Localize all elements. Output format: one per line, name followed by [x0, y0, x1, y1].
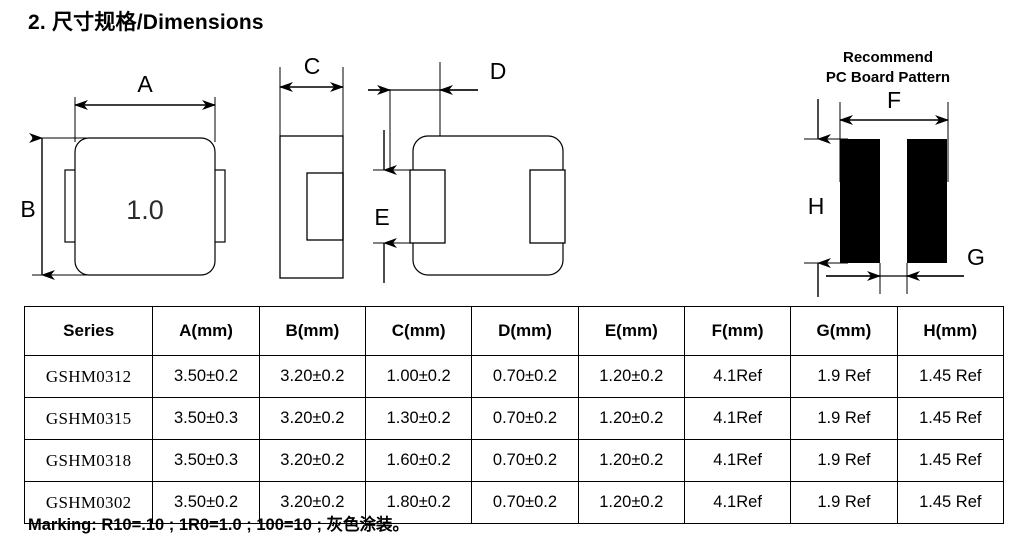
side-view-drawing: C — [279, 53, 344, 279]
cell-h: 1.45 Ref — [896, 481, 1005, 524]
cell-e: 1.20±0.2 — [577, 481, 685, 524]
column-header-f: F(mm) — [683, 306, 792, 356]
cell-a: 3.50±0.2 — [152, 481, 260, 524]
cell-d: 0.70±0.2 — [471, 481, 579, 524]
dim-g-label: G — [967, 244, 985, 270]
cell-d: 0.70±0.2 — [471, 355, 579, 398]
column-header-a: A(mm) — [152, 306, 260, 356]
pcb-pattern-title-line2: PC Board Pattern — [826, 69, 950, 86]
cell-h: 1.45 Ref — [896, 439, 1005, 482]
cell-e: 1.20±0.2 — [577, 439, 685, 482]
top-view-drawing: A B 1.0 — [20, 71, 226, 280]
column-header-b: B(mm) — [258, 306, 367, 356]
cell-g: 1.9 Ref — [790, 439, 898, 482]
dim-c-label: C — [304, 53, 321, 79]
pcb-left-pad — [840, 139, 880, 263]
cell-a: 3.50±0.2 — [152, 355, 260, 398]
cell-c: 1.60±0.2 — [365, 439, 473, 482]
cell-f: 4.1Ref — [683, 397, 792, 440]
cell-a: 3.50±0.3 — [152, 397, 260, 440]
dim-h-label: H — [808, 193, 825, 219]
cell-e: 1.20±0.2 — [577, 397, 685, 440]
cell-g: 1.9 Ref — [790, 481, 898, 524]
pcb-right-pad — [907, 139, 947, 263]
cell-b: 3.20±0.2 — [258, 481, 367, 524]
table-row: GSHM0315 3.50±0.3 3.20±0.2 1.30±0.2 0.70… — [23, 397, 1005, 440]
bottom-view-left-terminal — [409, 169, 446, 244]
table-header-row: Series A(mm) B(mm) C(mm) D(mm) E(mm) F(m… — [23, 306, 1005, 356]
side-view-body — [279, 135, 344, 279]
bottom-view-right-terminal — [529, 169, 566, 244]
column-header-c: C(mm) — [365, 306, 473, 356]
column-header-d: D(mm) — [471, 306, 579, 356]
column-header-series: Series — [23, 306, 154, 356]
cell-f: 4.1Ref — [683, 439, 792, 482]
cell-h: 1.45 Ref — [896, 355, 1005, 398]
dim-b-label: B — [20, 196, 35, 222]
cell-b: 3.20±0.2 — [258, 355, 367, 398]
cell-c: 1.30±0.2 — [365, 397, 473, 440]
cell-a: 3.50±0.3 — [152, 439, 260, 482]
cell-series: GSHM0318 — [23, 439, 154, 482]
dim-a-label: A — [137, 71, 153, 97]
cell-e: 1.20±0.2 — [577, 355, 685, 398]
marking-note: Marking: R10=.10 ; 1R0=1.0 ; 100=10 ; 灰色… — [28, 516, 410, 534]
column-header-h: H(mm) — [896, 306, 1005, 356]
cell-c: 1.00±0.2 — [365, 355, 473, 398]
cell-b: 3.20±0.2 — [258, 439, 367, 482]
dim-d-label: D — [490, 58, 507, 84]
cell-g: 1.9 Ref — [790, 397, 898, 440]
dim-f-label: F — [887, 87, 901, 113]
cell-h: 1.45 Ref — [896, 397, 1005, 440]
table-row: GSHM0318 3.50±0.3 3.20±0.2 1.60±0.2 0.70… — [23, 439, 1005, 482]
cell-f: 4.1Ref — [683, 355, 792, 398]
column-header-e: E(mm) — [577, 306, 685, 356]
cell-b: 3.20±0.2 — [258, 397, 367, 440]
cell-c: 1.80±0.2 — [365, 481, 473, 524]
dimensions-table: Series A(mm) B(mm) C(mm) D(mm) E(mm) F(m… — [23, 306, 1005, 524]
side-view-terminal — [306, 172, 344, 241]
cell-series: GSHM0302 — [23, 481, 154, 524]
table-row: GSHM0312 3.50±0.2 3.20±0.2 1.00±0.2 0.70… — [23, 355, 1005, 398]
cell-series: GSHM0312 — [23, 355, 154, 398]
table-row: GSHM0302 3.50±0.2 3.20±0.2 1.80±0.2 0.70… — [23, 481, 1005, 524]
page-title: 2. 尺寸规格/Dimensions — [28, 11, 264, 34]
cell-d: 0.70±0.2 — [471, 397, 579, 440]
cell-g: 1.9 Ref — [790, 355, 898, 398]
top-view-body — [74, 137, 216, 276]
column-header-g: G(mm) — [790, 306, 898, 356]
inductance-marking: 1.0 — [126, 195, 164, 225]
pcb-pattern-title-line1: Recommend — [843, 49, 933, 66]
pcb-pattern-drawing: Recommend PC Board Pattern F H — [804, 49, 985, 297]
cell-series: GSHM0315 — [23, 397, 154, 440]
dimension-drawings: A B 1.0 C — [0, 42, 1028, 300]
cell-f: 4.1Ref — [683, 481, 792, 524]
bottom-view-drawing: D E — [368, 58, 566, 283]
cell-d: 0.70±0.2 — [471, 439, 579, 482]
dim-e-label: E — [374, 204, 389, 230]
